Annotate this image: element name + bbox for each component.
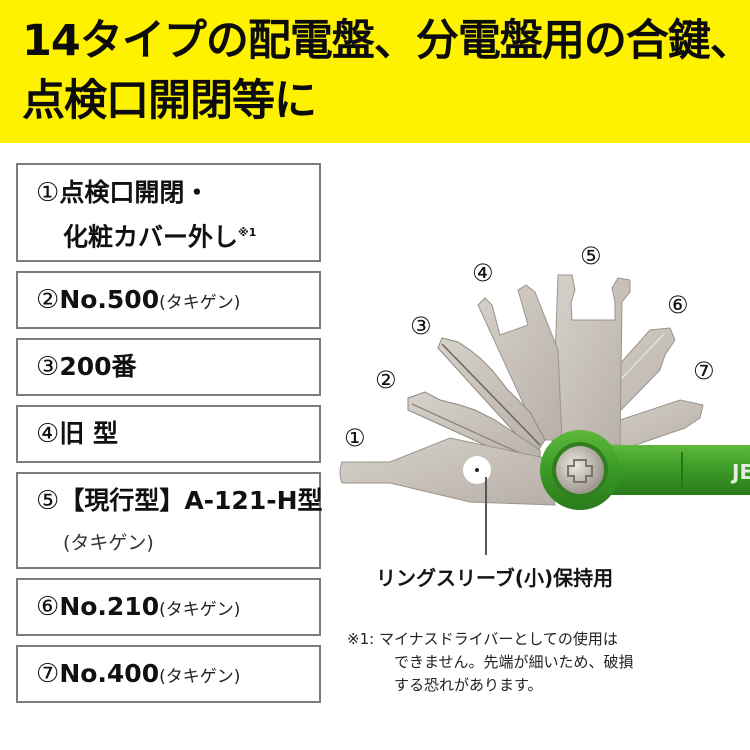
label-7: ⑦ (693, 357, 715, 385)
footnote-line-2: できません。先端が細いため、破損 (394, 653, 634, 671)
footnote-mark: ※1: (347, 630, 375, 648)
green-handle: JE (540, 430, 750, 510)
headline-banner: 14タイプの配電盤、分電盤用の合鍵、 点検口開閉等に (0, 0, 750, 143)
svg-text:JE: JE (730, 460, 750, 484)
footnote-line-1: マイナスドライバーとしての使用は (378, 630, 618, 648)
item-box-5: ⑤【現行型】A-121-H型 (タキゲン) (16, 472, 323, 569)
label-4: ④ (472, 259, 494, 287)
item-7-label: ⑦No.400(タキゲン) (36, 659, 241, 689)
item-box-7: ⑦No.400(タキゲン) (16, 645, 321, 703)
item-box-3: ③200番 (16, 338, 321, 396)
item-2-label: ②No.500(タキゲン) (36, 285, 241, 315)
key-4 (477, 284, 563, 441)
item-4-label: ④旧 型 (36, 419, 119, 449)
item-6-label: ⑥No.210(タキゲン) (36, 592, 241, 622)
headline-line-1: 14タイプの配電盤、分電盤用の合鍵、 (22, 16, 750, 66)
key-tool-illustration: JE ① ② ③ ④ ⑤ ⑥ ⑦ (330, 230, 750, 530)
item-1-label-line2: 化粧カバー外し※1 (63, 222, 257, 252)
label-2: ② (375, 366, 397, 394)
screw (556, 446, 604, 494)
label-5: ⑤ (580, 242, 602, 270)
item-box-6: ⑥No.210(タキゲン) (16, 578, 321, 636)
item-5-label-line2: (タキゲン) (63, 532, 154, 554)
footnote-mark: ※1 (238, 226, 257, 239)
key-1-spatula (339, 437, 556, 506)
key-5 (551, 274, 631, 446)
headline-line-2: 点検口開閉等に (22, 76, 317, 126)
footnote: ※1: マイナスドライバーとしての使用は できません。先端が細いため、破損 する… (347, 628, 634, 697)
item-box-1: ①点検口開閉・ 化粧カバー外し※1 (16, 163, 321, 262)
key-fan-graphic: JE (339, 274, 750, 510)
item-5-label: ⑤【現行型】A-121-H型 (36, 486, 323, 516)
key-3 (437, 337, 546, 456)
item-box-2: ②No.500(タキゲン) (16, 271, 321, 329)
ring-sleeve-caption: リングスリーブ(小)保持用 (376, 566, 614, 590)
footnote-line-3: する恐れがあります。 (394, 676, 543, 694)
leader-line (485, 477, 487, 555)
item-1-label: ①点検口開閉・ (36, 178, 210, 208)
label-6: ⑥ (667, 291, 689, 319)
item-3-label: ③200番 (36, 352, 137, 382)
item-box-4: ④旧 型 (16, 405, 321, 463)
label-3: ③ (410, 312, 432, 340)
label-1: ① (344, 424, 366, 452)
